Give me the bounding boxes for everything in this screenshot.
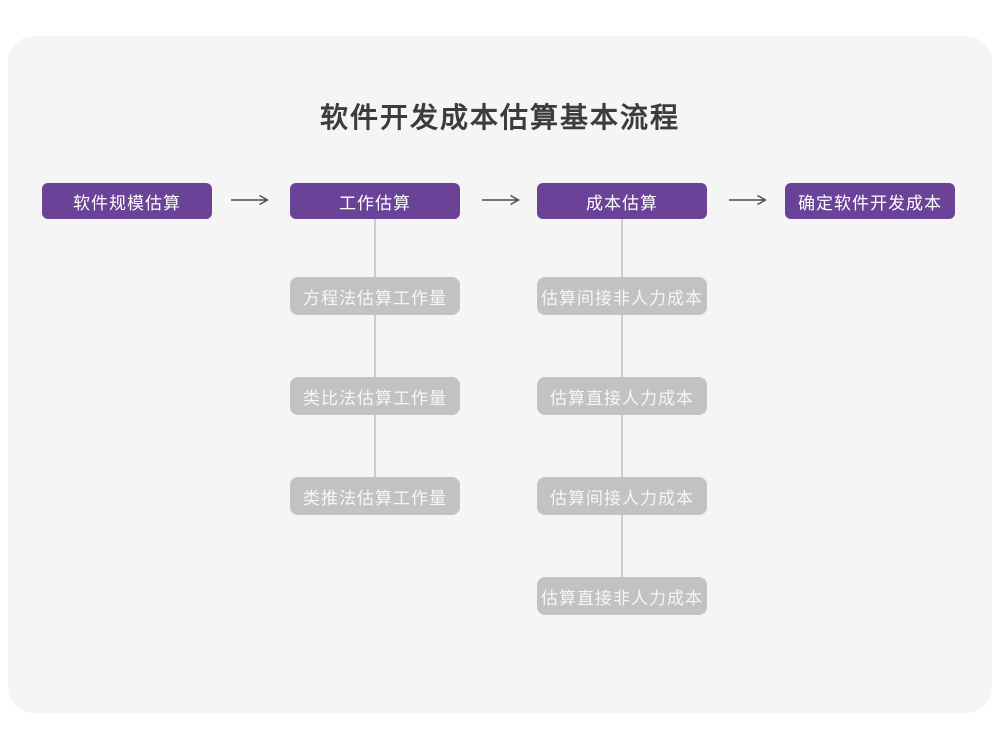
- connector-line-work-estimation: [374, 219, 376, 515]
- node-indirect-labor-cost: 估算间接人力成本: [537, 477, 707, 515]
- diagram-card: 软件开发成本估算基本流程 软件规模估算 工作估算 成本估算 确定软件开发成本 方…: [8, 36, 992, 713]
- node-software-scale-estimation: 软件规模估算: [42, 183, 212, 219]
- node-direct-non-labor-cost: 估算直接非人力成本: [537, 577, 707, 615]
- node-cost-estimation: 成本估算: [537, 183, 707, 219]
- right-arrow-icon: [729, 194, 767, 206]
- node-determine-development-cost: 确定软件开发成本: [785, 183, 955, 219]
- right-arrow-icon: [482, 194, 520, 206]
- node-extrapolation-method: 类推法估算工作量: [290, 477, 460, 515]
- node-analogy-method: 类比法估算工作量: [290, 377, 460, 415]
- diagram-title: 软件开发成本估算基本流程: [319, 102, 680, 133]
- node-indirect-non-labor-cost: 估算间接非人力成本: [537, 277, 707, 315]
- right-arrow-icon: [231, 194, 269, 206]
- node-work-estimation: 工作估算: [290, 183, 460, 219]
- node-direct-labor-cost: 估算直接人力成本: [537, 377, 707, 415]
- node-equation-method: 方程法估算工作量: [290, 277, 460, 315]
- connector-line-cost-estimation: [621, 219, 623, 615]
